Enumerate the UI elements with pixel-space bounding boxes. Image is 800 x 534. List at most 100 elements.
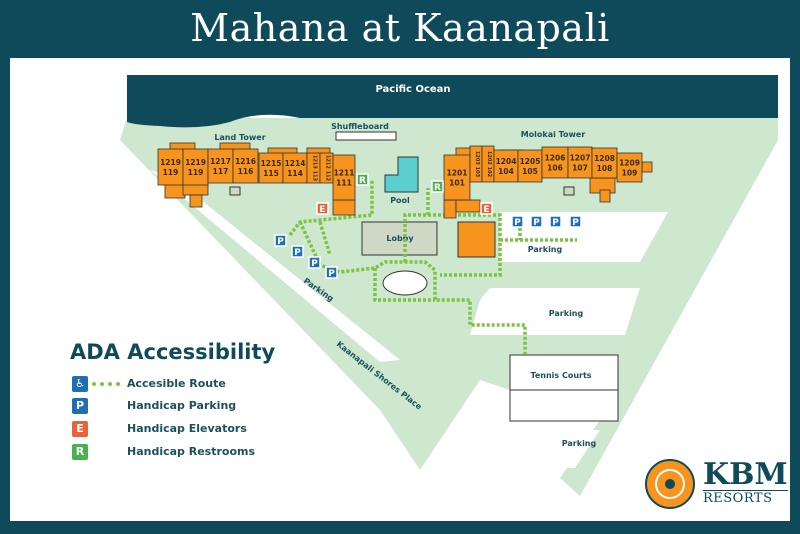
unit-block [591, 147, 618, 179]
unit-block [232, 148, 259, 184]
restroom-icon: R [72, 444, 88, 460]
restroom-icon-letter: R [434, 183, 441, 193]
map-title: Mahana at Kaanapali [190, 6, 610, 50]
restroom-icon-letter: R [359, 176, 366, 186]
unit-number-lower: 105 [522, 167, 538, 176]
unit-number-upper: 1208 [594, 154, 615, 163]
unit-block [258, 152, 284, 184]
unit-1213[interactable]: 1213 113 [306, 152, 321, 184]
restroom-icon-bg [431, 180, 444, 193]
parking-bottom-label: Parking [562, 439, 597, 448]
unit-block [207, 148, 234, 184]
legend-route: Accesible Route [127, 377, 226, 390]
restroom-icon: R [356, 173, 369, 186]
roundabout [382, 270, 428, 296]
legend-title: ADA Accessibility [70, 340, 276, 364]
unit-number-lower: 116 [238, 167, 254, 176]
unit-number-lower: 114 [287, 169, 303, 178]
pool[interactable] [384, 156, 419, 193]
shuffleboard[interactable] [335, 131, 397, 141]
unit-1202[interactable]: 1202 102 [481, 145, 495, 183]
unit-number-lower: 109 [622, 169, 638, 178]
unit-number: 1202 102 [486, 151, 492, 178]
parking-icon: P [511, 215, 524, 228]
parking-icon-letter: P [277, 237, 284, 247]
kiosk [229, 186, 241, 196]
logo-name: KBM [703, 457, 788, 492]
parking-icon: P [308, 256, 321, 269]
unit-block [332, 154, 356, 201]
building-block [641, 161, 653, 173]
unit-number-upper: 1204 [496, 157, 517, 166]
parking-right-mid-label: Parking [549, 309, 584, 318]
parking-icon: P [291, 245, 304, 258]
molokai-tower-label: Molokai Tower [521, 130, 586, 139]
unit-number-lower: 115 [263, 169, 279, 178]
tennis-label: Tennis Courts [530, 371, 591, 380]
unit-number-upper: 1214 [285, 159, 306, 168]
unit-number-lower: 107 [572, 164, 588, 173]
parking-icon: P [325, 266, 338, 279]
parking-icon-letter: P [552, 218, 559, 228]
parking-icon-bg [530, 215, 543, 228]
road [150, 170, 400, 362]
unit-number-lower: 119 [188, 168, 204, 177]
shuffleboard-label: Shuffleboard [331, 122, 389, 131]
parking-icon-letter: P [533, 218, 540, 228]
building-block [455, 199, 481, 213]
unit-1212[interactable]: 1212 112 [319, 152, 334, 184]
building-block [443, 199, 457, 219]
unit-number-lower: 111 [336, 179, 352, 188]
parking-lot-bottom [543, 430, 600, 468]
building-block [599, 189, 611, 203]
unit-number-upper: 1219 [185, 158, 206, 167]
unit-number-upper: 1211 [334, 169, 355, 178]
unit-number-upper: 1216 [235, 157, 256, 166]
legend-elevator: Handicap Elevators [127, 422, 247, 435]
parking-icon-bg [511, 215, 524, 228]
unit-number-upper: 1215 [261, 159, 282, 168]
unit-block [616, 152, 643, 183]
parking-right-top-label: Parking [528, 245, 563, 254]
unit-block [517, 149, 543, 183]
elevator-icon: E [480, 202, 493, 215]
elevator-icon-letter: E [483, 205, 489, 215]
unit-block [443, 154, 471, 201]
unit-number-upper: 1201 [447, 169, 468, 178]
lobby[interactable] [361, 221, 438, 256]
unit-number-upper: 1207 [570, 154, 591, 163]
elevator-icon-letter: E [319, 205, 325, 215]
pool-label: Pool [390, 196, 410, 205]
parking-icon-bg [308, 256, 321, 269]
parking-icon-letter: P [311, 259, 318, 269]
unit-number-upper: 1209 [619, 159, 640, 168]
parking-icon-letter: P [514, 218, 521, 228]
unit-1203[interactable]: 1203 103 [469, 145, 483, 183]
restroom-icon-bg [356, 173, 369, 186]
parking-icon: P [569, 215, 582, 228]
kbm-logo: KBM RESORTS [703, 460, 788, 506]
unit-block [493, 149, 519, 183]
parking-icon-letter: P [294, 248, 301, 258]
unit-block [282, 152, 308, 184]
parking-icon: P [549, 215, 562, 228]
legend-parking: Handicap Parking [127, 399, 237, 412]
tennis-courts[interactable] [509, 354, 619, 422]
unit-number-lower: 108 [597, 164, 613, 173]
unit-number-lower: 106 [547, 164, 563, 173]
